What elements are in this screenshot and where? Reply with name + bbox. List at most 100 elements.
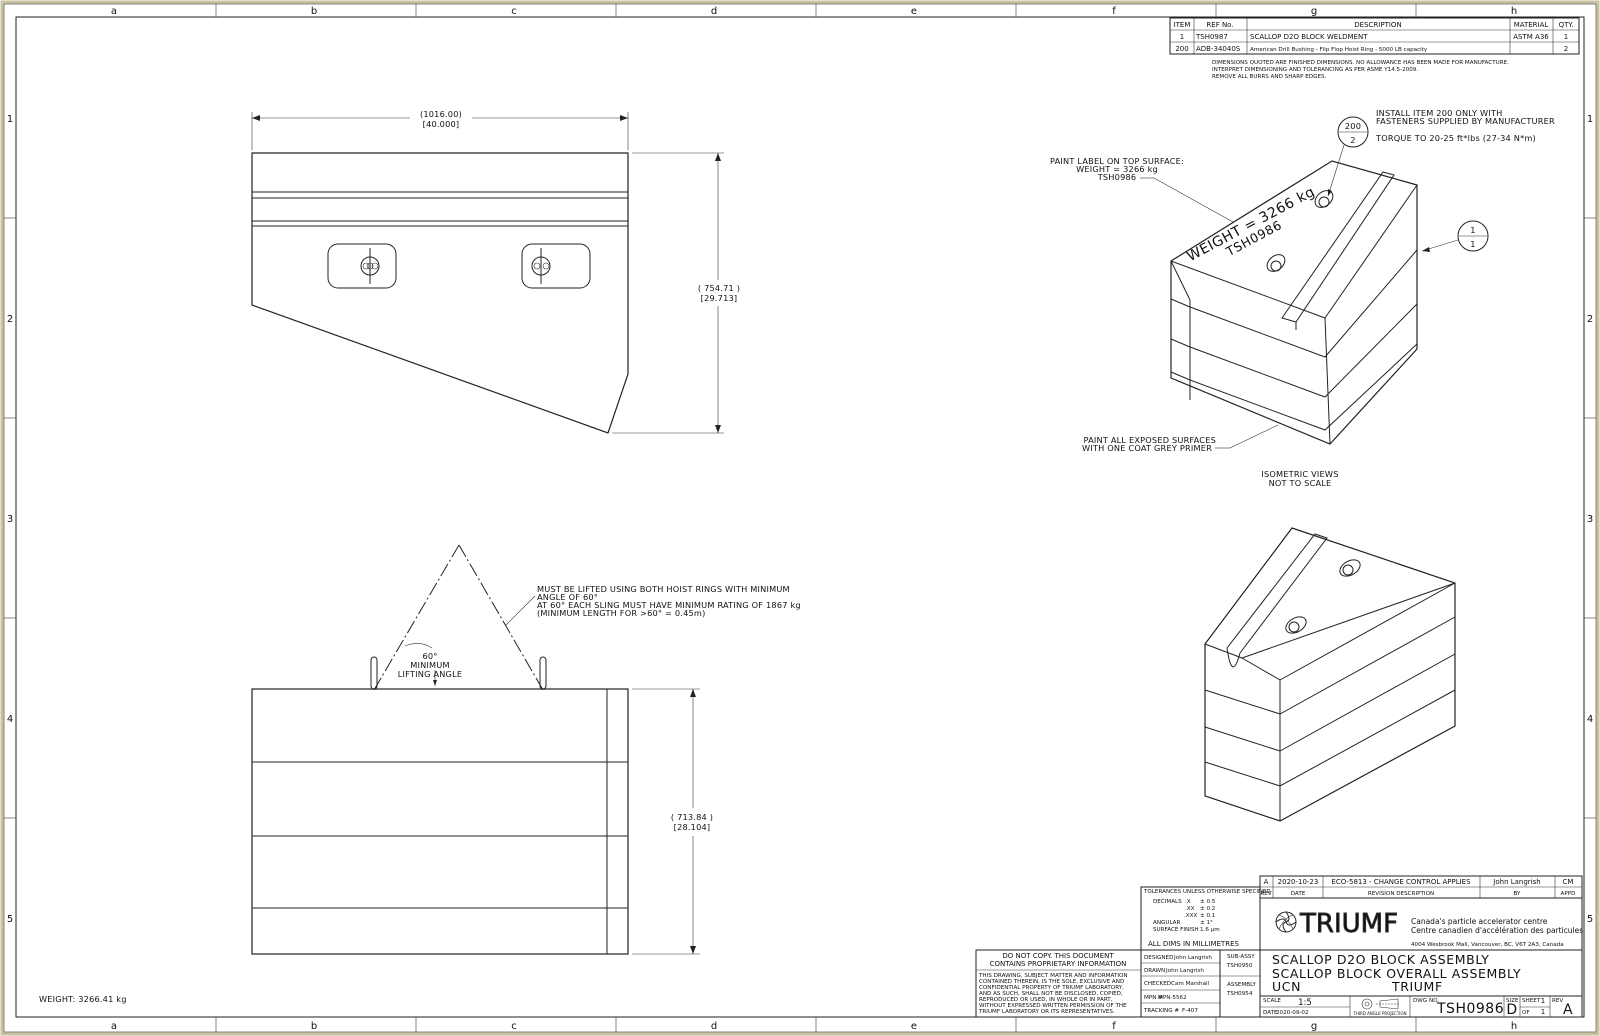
- front-view: (1016.00) [40.000] ( 754.71 ) [29.713]: [251, 109, 740, 434]
- revision-cell: John Langrish: [1492, 878, 1540, 886]
- tolerance-cell: SURFACE FINISH: [1153, 927, 1199, 933]
- primer-note-line: WITH ONE COAT GREY PRIMER: [1082, 443, 1212, 453]
- balloon-item-1: [1457, 220, 1489, 252]
- install-note-line: FASTENERS SUPPLIED BY MANUFACTURER: [1376, 116, 1555, 126]
- lifting-note-line: ANGLE OF 60°: [537, 592, 598, 602]
- drawing-title-2: SCALLOP BLOCK OVERALL ASSEMBLY: [1272, 966, 1521, 981]
- primer-note: PAINT ALL EXPOSED SURFACES WITH ONE COAT…: [1082, 435, 1216, 453]
- company-tagline-en: Canada's particle accelerator centre: [1411, 917, 1548, 926]
- general-note: INTERPRET DIMENSIONING AND TOLERANCING A…: [1212, 67, 1418, 73]
- people-role: TRACKING #: [1143, 1008, 1179, 1014]
- rev-label: REV: [1552, 998, 1563, 1004]
- date-label: DATE: [1263, 1010, 1278, 1016]
- lifting-note: MUST BE LIFTED USING BOTH HOIST RINGS WI…: [537, 584, 801, 618]
- tolerance-cell: ANGULAR: [1153, 920, 1181, 926]
- tolerance-cell: .XXX: [1184, 913, 1197, 919]
- tolerance-cell: ± 1°: [1200, 920, 1213, 926]
- revision-headers: REV DATE REVISION DESCRIPTION BY APPD: [1260, 891, 1575, 897]
- zone-row-right: 2: [1587, 314, 1593, 325]
- lifting-note-line: (MINIMUM LENGTH FOR >60° = 0.45m): [537, 608, 706, 618]
- sheet-label: SHEET: [1522, 998, 1541, 1004]
- zone-col-bottom: g: [1311, 1021, 1317, 1032]
- bom-header-ref: REF No.: [1206, 21, 1233, 29]
- scale-label: SCALE: [1263, 998, 1281, 1004]
- lifting-angle-label: LIFTING ANGLE: [398, 669, 462, 679]
- proprietary-heading-line: CONTAINS PROPRIETARY INFORMATION: [990, 960, 1127, 968]
- front-height-dim-mm: ( 754.71 ): [698, 283, 740, 293]
- zone-col-top: f: [1112, 6, 1116, 17]
- people-name: Cam Marshall: [1171, 981, 1210, 987]
- side-height-dim-in: [28.104]: [674, 822, 711, 832]
- people-role: CHECKED: [1144, 981, 1171, 987]
- lifting-angle-label: MINIMUM: [410, 660, 450, 670]
- balloon-1-bottom: 1: [1470, 239, 1475, 249]
- tolerance-cell: ± 0.2: [1200, 906, 1215, 912]
- lifting-note-line: AT 60° EACH SLING MUST HAVE MINIMUM RATI…: [537, 600, 801, 610]
- company-logo-text: TRIUMF: [1299, 909, 1398, 939]
- paint-label-note: PAINT LABEL ON TOP SURFACE: WEIGHT = 326…: [1050, 156, 1184, 182]
- bom-table: ITEM REF No. DESCRIPTION MATERIAL QTY. 1…: [1169, 17, 1580, 55]
- company-tagline-fr: Centre canadien d'accélération des parti…: [1411, 926, 1583, 935]
- tolerance-cell: DECIMALS: [1153, 899, 1182, 905]
- side-height-dim-mm: ( 713.84 ): [671, 812, 713, 822]
- tolerance-heading: TOLERANCES UNLESS OTHERWISE SPECIFIED: [1143, 889, 1271, 895]
- zone-col-top: b: [311, 6, 317, 17]
- footer-labels: SCALE DATE 2020-09-02 DWG NO. SIZE SHEET…: [1263, 998, 1563, 1016]
- bom-header-item: ITEM: [1174, 21, 1191, 29]
- bom-cell: 1: [1564, 33, 1568, 41]
- drawing-title-1: SCALLOP D2O BLOCK ASSEMBLY: [1272, 952, 1490, 967]
- people-name: MPN-5562: [1158, 995, 1187, 1001]
- proprietary-line: AND AS SUCH, SHALL NOT BE DISCLOSED, COP…: [979, 991, 1123, 997]
- zone-row-right: 5: [1587, 914, 1593, 925]
- of-label: OF: [1522, 1010, 1530, 1016]
- third-angle-projection-icon: [1361, 998, 1400, 1010]
- zone-col-top: g: [1311, 6, 1317, 17]
- drawing-number: TSH0986: [1436, 1001, 1504, 1017]
- front-width-dim-in: [40.000]: [423, 119, 460, 129]
- sling-line-left: [373, 544, 460, 691]
- units-note: ALL DIMS IN MILLIMETRES: [1148, 940, 1239, 948]
- paint-label-line: TSH0986: [1097, 172, 1137, 182]
- people-block: DESIGNED John Langrish DRAWN John Langri…: [1143, 954, 1256, 1014]
- iso-caption-line: ISOMETRIC VIEWS: [1261, 469, 1338, 479]
- iso-caption: ISOMETRIC VIEWS NOT TO SCALE: [1261, 469, 1338, 488]
- size-label: SIZE: [1506, 998, 1519, 1004]
- front-width-dim-mm: (1016.00): [420, 109, 462, 119]
- assy-label: SUB-ASSY: [1227, 954, 1255, 960]
- balloon-1-top: 1: [1470, 225, 1475, 235]
- revision-letter: A: [1563, 1002, 1573, 1018]
- total-weight: WEIGHT: 3266.41 kg: [39, 994, 127, 1004]
- bom-cell: ADB-34040S: [1196, 45, 1241, 53]
- install-note: INSTALL ITEM 200 ONLY WITH FASTENERS SUP…: [1375, 108, 1555, 143]
- zone-col-top: e: [911, 6, 917, 17]
- hoist-ring-post-left: [370, 656, 378, 690]
- revision-header: APPD: [1561, 891, 1576, 897]
- tolerance-cell: 1.6 μm: [1200, 927, 1220, 933]
- revision-cell: CM: [1563, 878, 1574, 886]
- revision-header: REVISION DESCRIPTION: [1368, 891, 1434, 897]
- inner-frame: [15, 16, 1585, 1018]
- proprietary-line: CONFIDENTIAL PROPERTY OF TRIUMF LABORATO…: [979, 985, 1124, 991]
- zone-row-left: 5: [7, 914, 13, 925]
- proprietary-body: THIS DRAWING, SUBJECT MATTER AND INFORMA…: [978, 973, 1128, 1015]
- balloon-200-top: 200: [1345, 121, 1361, 131]
- zone-col-bottom: b: [311, 1021, 317, 1032]
- bom-cell: SCALLOP D2O BLOCK WELDMENT: [1250, 33, 1368, 41]
- zone-row-right: 4: [1587, 714, 1593, 725]
- lifting-angle-label: 60°: [422, 651, 437, 661]
- assy-value: TSH0950: [1226, 963, 1253, 969]
- revision-header: DATE: [1291, 891, 1306, 897]
- zone-col-top: c: [511, 6, 517, 17]
- general-note: DIMENSIONS QUOTED ARE FINISHED DIMENSION…: [1212, 60, 1509, 66]
- proprietary-line: REPRODUCED OR USED, IN WHOLE OR IN PART,: [979, 997, 1113, 1003]
- assy-label: ASSEMBLY: [1227, 982, 1256, 988]
- general-note: REMOVE ALL BURRS AND SHARP EDGES.: [1212, 74, 1327, 80]
- bom-header-description: DESCRIPTION: [1354, 21, 1401, 29]
- bom-cell: American Drill Bushing - Flip Flop Hoist…: [1250, 47, 1428, 53]
- date-value: 2020-09-02: [1276, 1010, 1309, 1016]
- isometric-view-bottom: [1204, 527, 1456, 822]
- paint-label-line: PAINT LABEL ON TOP SURFACE:: [1050, 156, 1184, 166]
- assy-value: TSH0954: [1226, 991, 1253, 997]
- bom-cell: 1: [1180, 33, 1184, 41]
- hoist-ring-post-right: [539, 656, 547, 690]
